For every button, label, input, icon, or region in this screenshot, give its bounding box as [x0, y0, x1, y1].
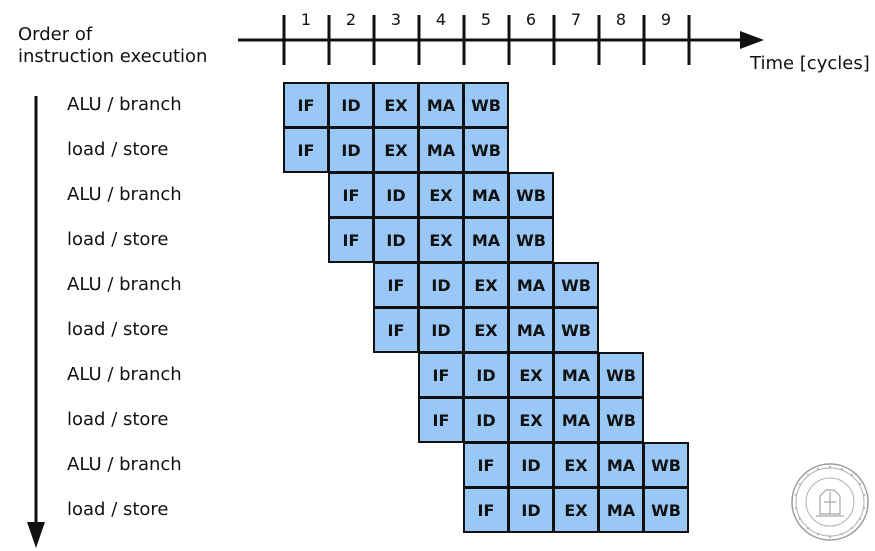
- stage-cell-ex: EX: [418, 172, 464, 218]
- cycle-number: 6: [525, 10, 537, 29]
- stage-cell-id: ID: [508, 442, 554, 488]
- stage-cell-wb: WB: [643, 487, 689, 533]
- instruction-label: ALU / branch: [67, 184, 182, 205]
- time-axis-arrowhead: [740, 31, 764, 49]
- stage-cell-ex: EX: [553, 487, 599, 533]
- stage-cell-wb: WB: [508, 172, 554, 218]
- order-axis-label: Order of instruction execution: [18, 24, 207, 68]
- cycle-number: 4: [435, 10, 447, 29]
- stage-cell-wb: WB: [508, 217, 554, 263]
- stage-cell-wb: WB: [553, 262, 599, 308]
- stage-cell-id: ID: [463, 352, 509, 398]
- stage-cell-ma: MA: [463, 172, 509, 218]
- order-label-line2: instruction execution: [18, 46, 208, 67]
- stage-cell-id: ID: [373, 172, 419, 218]
- stage-cell-wb: WB: [463, 127, 509, 173]
- stage-cell-if: IF: [418, 397, 464, 443]
- instruction-label: load / store: [67, 409, 169, 430]
- cycle-number: 5: [480, 10, 492, 29]
- stage-cell-if: IF: [328, 172, 374, 218]
- stage-cell-if: IF: [328, 217, 374, 263]
- stage-cell-id: ID: [418, 307, 464, 353]
- cycle-number: 7: [570, 10, 582, 29]
- stage-cell-if: IF: [373, 262, 419, 308]
- stage-cell-ma: MA: [553, 397, 599, 443]
- stage-cell-ma: MA: [598, 487, 644, 533]
- stage-cell-ex: EX: [553, 442, 599, 488]
- stage-cell-ma: MA: [508, 262, 554, 308]
- stage-cell-ma: MA: [463, 217, 509, 263]
- university-seal-icon: [791, 463, 869, 541]
- instruction-label: load / store: [67, 229, 169, 250]
- stage-cell-ma: MA: [553, 352, 599, 398]
- stage-cell-ma: MA: [418, 82, 464, 128]
- stage-cell-ma: MA: [508, 307, 554, 353]
- stage-cell-wb: WB: [463, 82, 509, 128]
- instruction-label: load / store: [67, 319, 169, 340]
- instruction-label: ALU / branch: [67, 364, 182, 385]
- stage-cell-ex: EX: [373, 127, 419, 173]
- stage-cell-id: ID: [328, 82, 374, 128]
- stage-cell-if: IF: [418, 352, 464, 398]
- stage-cell-id: ID: [373, 217, 419, 263]
- order-axis-arrowhead: [27, 522, 45, 548]
- instruction-label: ALU / branch: [67, 274, 182, 295]
- cycle-number: 8: [615, 10, 627, 29]
- stage-cell-ex: EX: [508, 397, 554, 443]
- instruction-label: ALU / branch: [67, 94, 182, 115]
- time-axis-label: Time [cycles]: [750, 53, 870, 74]
- stage-cell-if: IF: [463, 442, 509, 488]
- stage-cell-if: IF: [463, 487, 509, 533]
- stage-cell-wb: WB: [598, 352, 644, 398]
- stage-cell-id: ID: [508, 487, 554, 533]
- stage-cell-if: IF: [283, 82, 329, 128]
- cycle-number: 3: [390, 10, 402, 29]
- stage-cell-ma: MA: [418, 127, 464, 173]
- instruction-label: ALU / branch: [67, 454, 182, 475]
- stage-cell-ex: EX: [463, 307, 509, 353]
- stage-cell-wb: WB: [598, 397, 644, 443]
- stage-cell-id: ID: [418, 262, 464, 308]
- instruction-label: load / store: [67, 139, 169, 160]
- cycle-number: 1: [300, 10, 312, 29]
- stage-cell-ex: EX: [418, 217, 464, 263]
- stage-cell-ma: MA: [598, 442, 644, 488]
- stage-cell-if: IF: [373, 307, 419, 353]
- stage-cell-wb: WB: [643, 442, 689, 488]
- stage-cell-id: ID: [328, 127, 374, 173]
- stage-cell-id: ID: [463, 397, 509, 443]
- stage-cell-wb: WB: [553, 307, 599, 353]
- instruction-label: load / store: [67, 499, 169, 520]
- stage-cell-ex: EX: [508, 352, 554, 398]
- stage-cell-if: IF: [283, 127, 329, 173]
- order-label-line1: Order of: [18, 24, 93, 45]
- stage-cell-ex: EX: [373, 82, 419, 128]
- cycle-number: 2: [345, 10, 357, 29]
- cycle-number: 9: [660, 10, 672, 29]
- stage-cell-ex: EX: [463, 262, 509, 308]
